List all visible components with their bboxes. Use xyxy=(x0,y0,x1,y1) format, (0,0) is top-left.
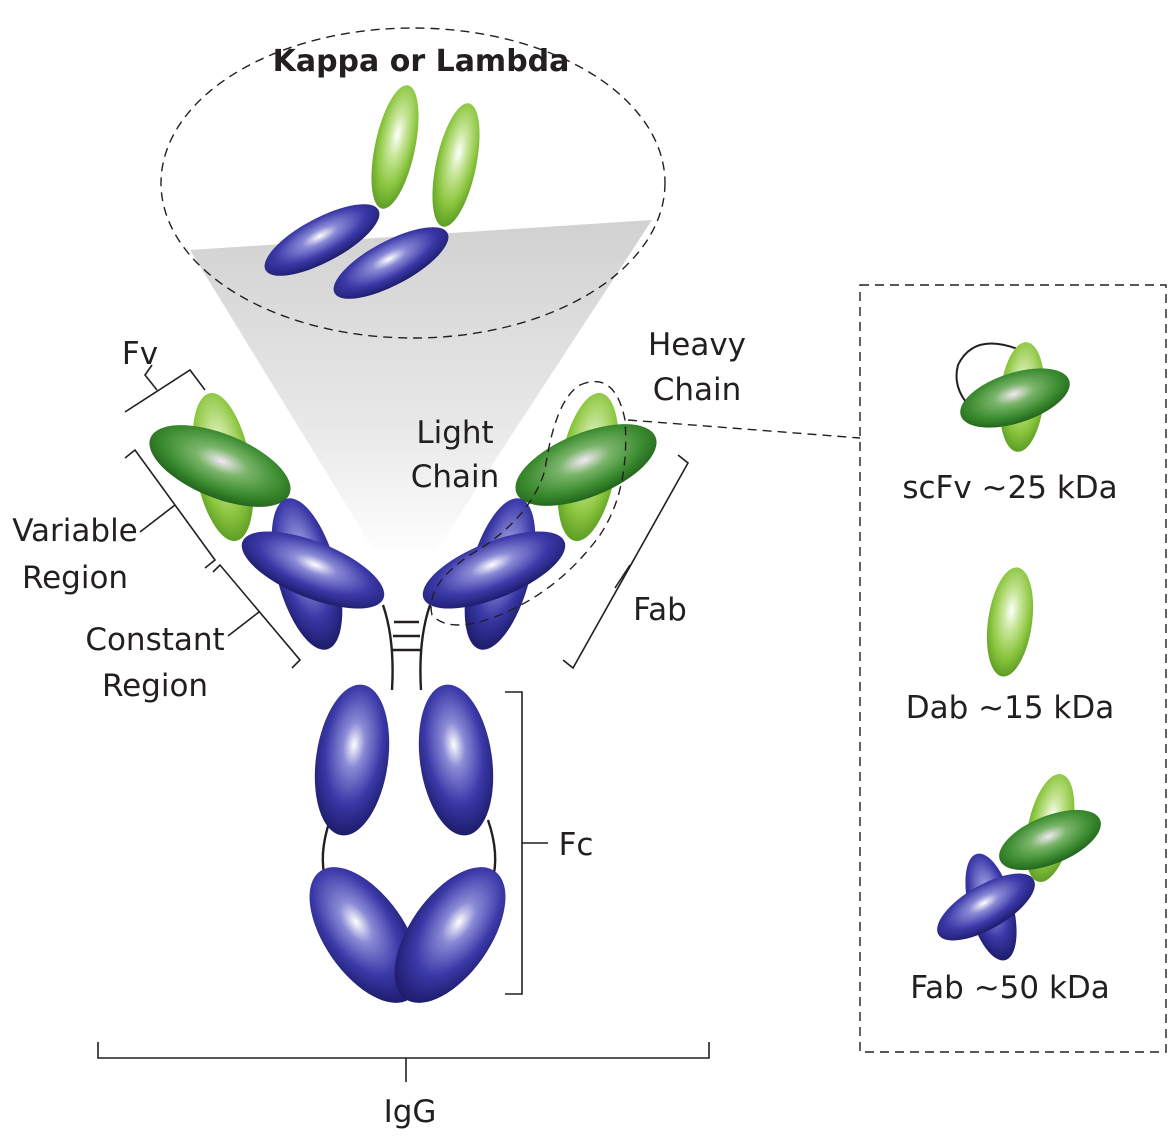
right-vh xyxy=(515,424,657,506)
label-fc: Fc xyxy=(559,827,594,863)
left-vh xyxy=(149,425,291,507)
label-fv: Fv xyxy=(122,336,158,372)
fc-ch3-right xyxy=(394,867,506,1003)
label-light-chain-1: Light xyxy=(416,415,493,451)
fc-ch2-right xyxy=(418,684,494,836)
fragment-panel xyxy=(859,284,1167,1053)
magnification-cone xyxy=(190,220,652,560)
dab-fragment xyxy=(986,567,1034,677)
label-constant-region-2: Region xyxy=(102,668,208,704)
kappa-lambda-bubble xyxy=(160,27,666,339)
label-variable-region-1: Variable xyxy=(12,513,138,549)
label-light-chain-2: Chain xyxy=(411,459,500,495)
light-chain-outline xyxy=(430,380,627,626)
igg-molecule xyxy=(149,380,657,1003)
fc-ch3-left xyxy=(309,867,421,1003)
brackets xyxy=(97,364,710,1082)
label-fab: Fab xyxy=(633,592,687,628)
scfv-label: scFv ~25 kDa xyxy=(902,470,1117,506)
label-igg: IgG xyxy=(384,1094,437,1130)
label-variable-region-2: Region xyxy=(22,560,128,596)
label-heavy-chain-1: Heavy xyxy=(648,327,746,363)
dab-label: Dab ~15 kDa xyxy=(906,690,1115,726)
fab-fragment xyxy=(937,774,1101,961)
label-heavy-chain-2: Chain xyxy=(653,372,742,408)
scfv-fragment xyxy=(955,342,1070,452)
left-ch1 xyxy=(241,531,385,609)
right-ch1 xyxy=(422,531,566,609)
bubble-title: Kappa or Lambda xyxy=(273,44,570,79)
fab-fragment-label: Fab ~50 kDa xyxy=(910,970,1110,1006)
bubble-light-chains xyxy=(264,85,480,299)
label-constant-region-1: Constant xyxy=(85,622,224,658)
fc-ch2-left xyxy=(314,684,390,836)
panel-connector xyxy=(627,419,861,439)
